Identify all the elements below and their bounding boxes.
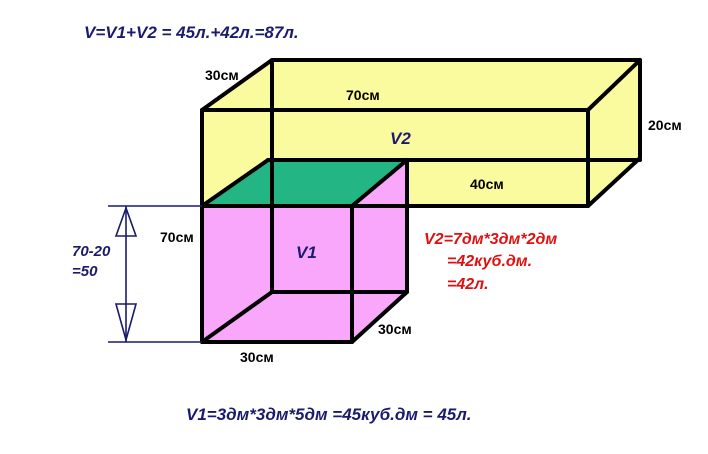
v2-formula-line3: =42л. xyxy=(447,276,489,293)
lower-box-top-right-edge xyxy=(350,158,409,208)
annotation-text-line1: 70-20 xyxy=(72,243,111,260)
label-height-right: 20см xyxy=(648,117,682,133)
v1-volume-formula: V1=3дм*3дм*5дм =45куб.дм = 45л. xyxy=(186,405,472,424)
lower-box-left-bottom-edge xyxy=(200,290,274,344)
label-v2: V2 xyxy=(390,129,411,148)
box-edges xyxy=(200,58,642,344)
label-length-top: 70см xyxy=(346,87,380,103)
annotation-arrow-down-icon xyxy=(114,303,138,343)
label-width-bottom: 30см xyxy=(240,349,274,365)
label-height-left: 70см xyxy=(160,229,194,245)
water-left-edge xyxy=(200,158,270,208)
upper-box-right-top-edge xyxy=(586,58,642,112)
label-width-inner: 40см xyxy=(470,176,504,192)
v2-formula-line2: =42куб.дм. xyxy=(447,253,532,270)
lower-box-front-face xyxy=(202,206,352,342)
height-annotation xyxy=(108,205,202,343)
v2-formula-line1: V2=7дм*3дм*2дм xyxy=(424,231,557,248)
label-v1: V1 xyxy=(296,243,317,262)
annotation-text-line2: =50 xyxy=(72,263,98,280)
label-depth-top: 30см xyxy=(205,67,239,83)
total-volume-formula: V=V1+V2 = 45л.+42л.=87л. xyxy=(84,23,299,42)
upper-box-top-face xyxy=(202,60,640,110)
annotation-arrow-up-icon xyxy=(114,205,138,237)
label-depth-bottom: 30см xyxy=(378,321,412,337)
